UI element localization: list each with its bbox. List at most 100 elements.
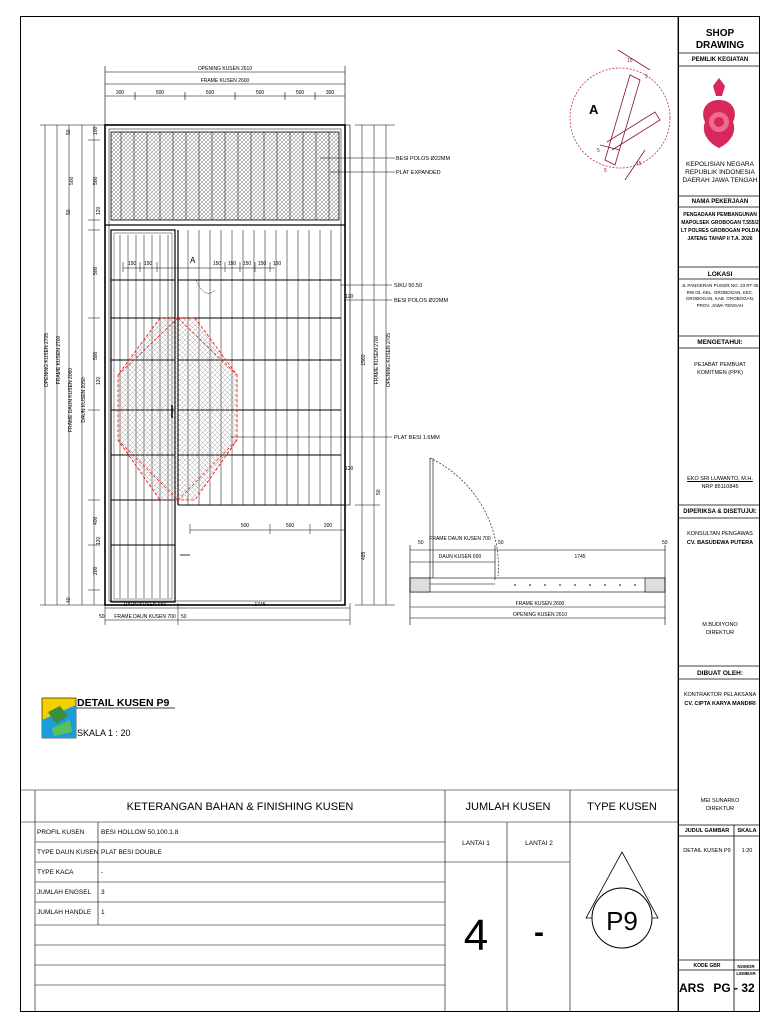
skala-value: 1:20 <box>741 848 753 854</box>
plan-50a: 50 <box>418 540 424 546</box>
skala-label: SKALA <box>737 828 757 834</box>
dim-seg-1: 300 <box>116 90 125 96</box>
dim-right-frame: FRAME KUSEN 2700 <box>374 335 380 384</box>
callout-siku: SIKU 50.50 <box>394 283 422 289</box>
dim-left-v3: 500 <box>69 176 75 185</box>
lokasi-label: LOKASI <box>707 271 733 278</box>
dim-seg-6: 300 <box>326 90 335 96</box>
direktur1-name: M.BUDIYONO <box>702 622 738 628</box>
detail-a-circle: A 15 5 15 5 5 <box>569 49 671 181</box>
dim-left-v11: 200 <box>93 566 99 575</box>
door-swing-hatch <box>117 317 238 501</box>
ppk-nrp: NRP 85110845 <box>701 484 739 490</box>
pekerjaan-text: PENGADAAN PEMBANGUNAN MAPOLSEK GROBOGAN … <box>681 212 759 242</box>
diperiksa-label: DIPERIKSA & DISETUJUI: <box>683 509 757 515</box>
lantai1-value: 4 <box>464 911 488 960</box>
pekerjaan-label: NAMA PEKERJAAN <box>691 199 749 205</box>
dibuat-label: DIBUAT OLEH: <box>696 670 744 677</box>
detail-d1: 15 <box>627 58 633 64</box>
kontraktor-label: KONTRAKTOR PELAKSANA <box>683 692 757 698</box>
lantai2-value: - <box>534 916 544 949</box>
lokasi-text: JL PANGERAN PUGER NO. 23 RT 05 RW 03, KE… <box>681 283 759 308</box>
dim-right-r2: 50 <box>376 489 382 495</box>
plan-frame-daun: FRAME DAUN KUSEN 700 <box>429 536 491 542</box>
dim-inner-7: 150 <box>273 261 282 267</box>
spec-row-value: - <box>101 869 103 876</box>
dim-left-v4: 50 <box>66 209 72 215</box>
dim-inner-4: 150 <box>228 261 237 267</box>
dim-left-v3b: 500 <box>93 176 99 185</box>
dim-bottom-left50: 50 <box>99 614 105 620</box>
plan-opening: OPENING KUSEN 2610 <box>513 612 567 618</box>
detail-d4: 5 <box>597 148 600 154</box>
title-block: SHOP DRAWING PEMILIK KEGIATAN KEPOLISIAN… <box>678 16 760 1012</box>
spec-row-label: TYPE KACA <box>37 869 74 876</box>
mengetahui-label: MENGETAHUI: <box>697 339 743 346</box>
dim-inner-5: 150 <box>243 261 252 267</box>
dim-seg-5: 500 <box>296 90 305 96</box>
dim-left-v9: 400 <box>93 516 99 525</box>
dim-left-v6: 500 <box>93 266 99 275</box>
ppk-label: PEJABAT PEMBUAT KOMITMEN (PPK) <box>694 362 746 376</box>
type-code: P9 <box>606 906 638 936</box>
dim-mid-1: 500 <box>241 523 250 529</box>
dim-inner-1: 150 <box>128 261 137 267</box>
plan-view <box>409 457 666 625</box>
kontraktor-name: CV. CIPTA KARYA MANDIRI <box>684 701 756 707</box>
dim-left-frame-daun: FRAME DAUN KUSEN 2060 <box>68 368 74 432</box>
dim-right-120b: 120 <box>345 466 354 472</box>
nomor-label: NOMOR LEMBAR <box>736 964 756 976</box>
spec-row-label: TYPE DAUN KUSEN <box>37 849 99 856</box>
judul-label: JUDUL GAMBAR <box>684 828 730 834</box>
dim-frame-top: FRAME KUSEN 2600 <box>201 78 250 84</box>
kode-label: KODE GBR <box>693 963 721 969</box>
dim-right-opening: OPENING KUSEN 2705 <box>386 333 392 387</box>
spec-row-label: PROFIL KUSEN <box>37 829 85 836</box>
spec-header: KETERANGAN BAHAN & FINISHING KUSEN <box>127 801 354 813</box>
spec-rows: PROFIL KUSEN BESI HOLLOW 50.100.1.8 TYPE… <box>37 829 179 916</box>
shop-drawing-title: SHOP DRAWING <box>695 28 745 51</box>
direktur2-name: MEI SUNARKO <box>700 798 740 804</box>
dim-bottom-frame-daun: FRAME DAUN KUSEN 700 <box>114 614 176 620</box>
callout-plat-besi: PLAT BESI 1.6MM <box>394 435 440 441</box>
dim-seg-4: 500 <box>256 90 265 96</box>
detail-d5: 5 <box>604 168 607 174</box>
dim-mid-2: 500 <box>286 523 295 529</box>
konsultan-label: KONSULTAN PENGAWAS <box>687 531 753 537</box>
spec-row-label: JUMLAH ENGSEL <box>37 889 92 896</box>
jumlah-header: JUMLAH KUSEN <box>466 801 551 813</box>
dim-seg-2: 500 <box>156 90 165 96</box>
callout-plat-expanded: PLAT EXPANDED <box>396 170 441 176</box>
plan-frame: FRAME KUSEN 2600 <box>516 601 565 607</box>
dim-bottom-1745: 1745 <box>254 602 265 608</box>
spec-row-value: PLAT BESI DOUBLE <box>101 849 162 856</box>
lantai2-label: LANTAI 2 <box>525 840 553 847</box>
spec-row-label: JUMLAH HANDLE <box>37 909 92 916</box>
police-emblem-icon <box>703 78 735 148</box>
dim-left-opening: OPENING KUSEN 2705 <box>44 333 50 387</box>
spec-row-value: 3 <box>101 889 105 896</box>
detail-scale: SKALA 1 : 20 <box>77 728 131 738</box>
dim-inner-6: 150 <box>258 261 267 267</box>
dim-right-r3: 495 <box>361 551 367 560</box>
plan-daun: DAUN KUSEN 650 <box>439 554 482 560</box>
judul-value: DETAIL KUSEN P9 <box>683 848 731 854</box>
spec-row-value: BESI HOLLOW 50.100.1.8 <box>101 829 179 836</box>
dim-left-daun: DAUN KUSEN 2050 <box>81 377 87 423</box>
detail-title: DETAIL KUSEN P9 <box>77 697 170 709</box>
detail-d3: 15 <box>636 161 642 167</box>
callout-besi-polos-1: BESI POLOS Ø22MM <box>396 156 451 162</box>
dim-left-v2: 100 <box>93 126 99 135</box>
owner-name: KEPOLISIAN NEGARA REPUBLIK INDONESIA DAE… <box>682 161 758 184</box>
dim-right-r1: 1560 <box>361 354 367 365</box>
dim-seg-3: 500 <box>206 90 215 96</box>
dim-bottom-right50: 50 <box>181 614 187 620</box>
dim-bottom-daun: DAUN KUSEN 650 <box>124 602 167 608</box>
dim-left-v8: 120 <box>96 376 102 385</box>
dim-right-120a: 120 <box>345 294 354 300</box>
dim-left-frame: FRAME KUSEN 2700 <box>56 335 62 384</box>
drawing-sheet <box>20 16 760 1012</box>
dim-inner-2: 150 <box>144 261 153 267</box>
konsultan-name: CV. BASUDEWA PUTERA <box>686 540 754 546</box>
